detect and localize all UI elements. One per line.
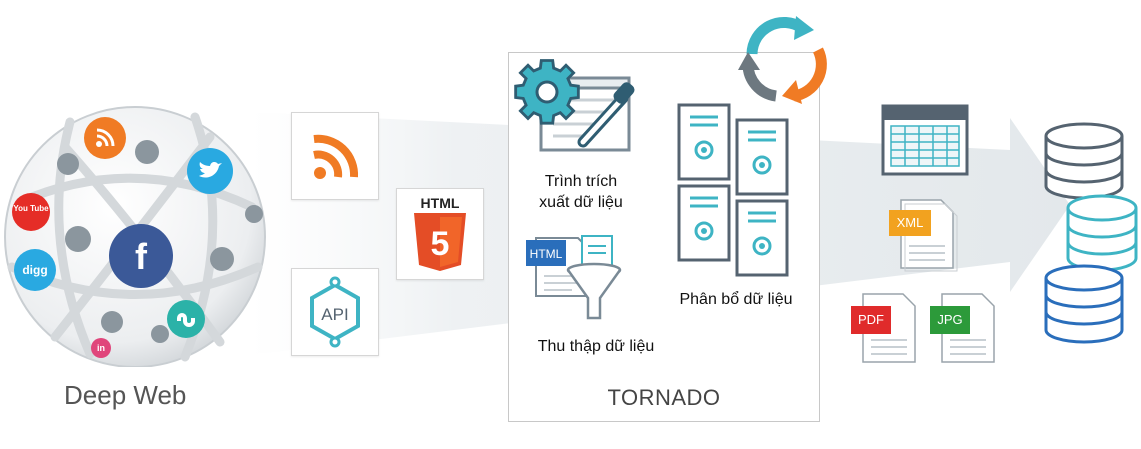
- collector-icon: HTML: [526, 235, 622, 320]
- html-text: HTML: [420, 195, 460, 211]
- linkedin-icon: in: [91, 338, 111, 358]
- jpg-file: JPG: [928, 290, 1000, 366]
- html5-number: 5: [431, 225, 450, 263]
- api-text: API: [321, 305, 348, 324]
- rss-icon: [84, 117, 126, 159]
- eyedropper-icon: [577, 82, 635, 148]
- twitter-icon: [187, 148, 233, 194]
- database-icon-gray: [1044, 122, 1124, 200]
- youtube-icon: You Tube: [12, 193, 50, 231]
- jpg-badge: JPG: [930, 306, 970, 334]
- rss-feed-icon: [313, 134, 359, 179]
- database-stack: [1044, 122, 1138, 344]
- distribute-label: Phân bổ dữ liệu: [657, 283, 815, 317]
- html5-tile: HTML 5: [396, 188, 484, 280]
- funnel-icon: [566, 235, 622, 320]
- extractor-label-line1: Trình trích: [544, 173, 618, 190]
- database-icon-blue: [1044, 264, 1124, 344]
- pdf-badge: PDF: [851, 306, 891, 334]
- xml-file: XML: [887, 196, 959, 272]
- html5-shield-icon: 5: [414, 213, 466, 271]
- distribute-icon: [677, 103, 789, 277]
- gear-icon: [514, 59, 580, 125]
- rss-tile: [291, 112, 379, 200]
- extractor-icon: [514, 59, 635, 152]
- collect-label: Thu thập dữ liệu: [520, 332, 672, 362]
- spreadsheet-icon: [881, 104, 969, 176]
- html-doc-text: HTML: [530, 247, 563, 261]
- api-tile: API: [291, 268, 379, 356]
- stumbleupon-icon: [167, 300, 205, 338]
- digg-icon: digg: [14, 249, 56, 291]
- xml-badge: XML: [889, 210, 931, 236]
- pdf-file: PDF: [849, 290, 921, 366]
- database-icon-teal: [1066, 194, 1138, 272]
- extractor-label: Trình trích xuất dữ liệu: [522, 171, 640, 217]
- api-icon: API: [310, 276, 360, 348]
- deep-web-label: Deep Web: [64, 380, 187, 410]
- refresh-cycle-icon: [738, 16, 827, 104]
- tornado-title: TORNADO: [607, 385, 721, 410]
- facebook-icon: f: [109, 224, 173, 288]
- extractor-label-line2: xuất dữ liệu: [539, 194, 623, 211]
